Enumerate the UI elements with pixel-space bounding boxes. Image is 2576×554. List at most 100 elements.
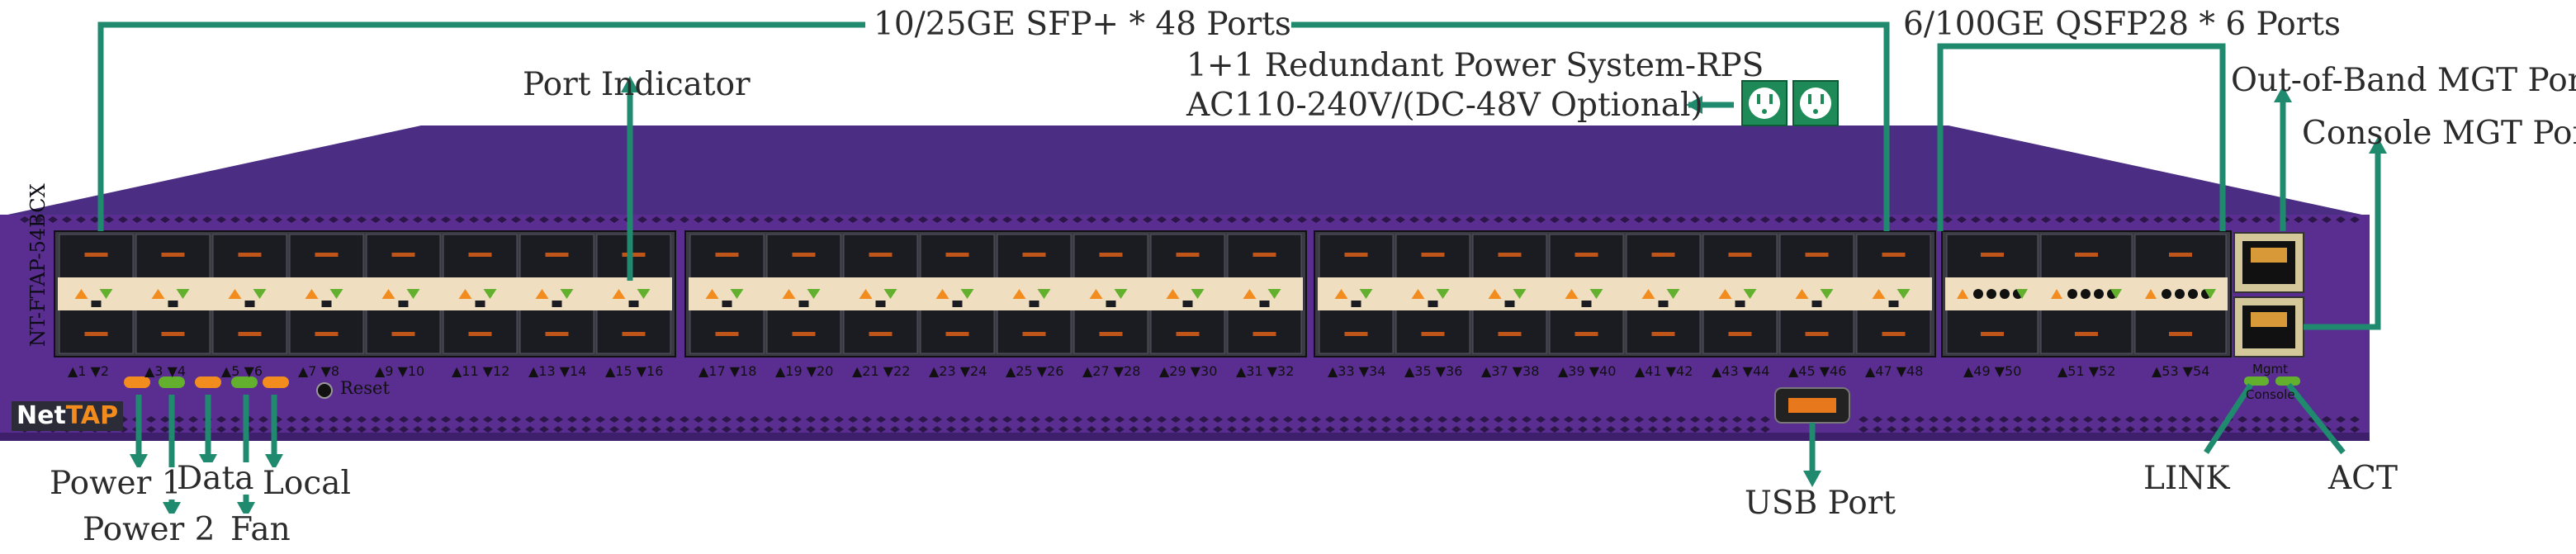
vent-hole <box>904 416 914 423</box>
vent-hole <box>1508 216 1518 223</box>
vent-hole <box>2266 426 2275 433</box>
sfp-connector-top <box>1022 253 1046 257</box>
vent-hole <box>1073 216 1082 223</box>
model-label: NT-FTAP-54BCX <box>26 183 50 347</box>
vent-hole <box>1199 416 1209 423</box>
vent-hole <box>581 416 591 423</box>
sfp-connector-top <box>1882 253 1906 257</box>
vent-hole <box>160 216 170 223</box>
fan-callout: Fan <box>230 511 291 548</box>
vent-row-bottom <box>20 416 2360 433</box>
vent-hole <box>1634 426 1644 433</box>
vent-hole <box>2167 216 2177 223</box>
vent-hole <box>1494 216 1503 223</box>
vent-hole <box>1129 416 1139 423</box>
vent-hole <box>1718 416 1728 423</box>
sfp-latch <box>1581 301 1592 307</box>
sfp-latch <box>1029 301 1039 307</box>
vent-hole <box>960 426 970 433</box>
vent-hole <box>736 216 746 223</box>
sfp-latch <box>1259 301 1270 307</box>
vent-hole <box>2266 416 2275 423</box>
vent-hole <box>427 426 437 433</box>
port-number-label: ▲19 ▼20 <box>775 363 834 379</box>
vent-hole <box>1002 416 1012 423</box>
sfp-connector-bottom <box>1651 332 1675 336</box>
sfp-latch <box>1106 301 1116 307</box>
vent-hole <box>862 416 872 423</box>
vent-hole <box>2055 416 2065 423</box>
sfp-connector-top <box>1574 253 1598 257</box>
vent-hole <box>946 416 956 423</box>
vent-hole <box>315 216 324 223</box>
vent-hole <box>1353 216 1363 223</box>
vent-hole <box>637 426 647 433</box>
vent-hole <box>1395 426 1405 433</box>
vent-hole <box>1690 426 1700 433</box>
vent-hole <box>1620 416 1630 423</box>
vent-hole <box>2013 216 2023 223</box>
vent-hole <box>834 416 844 423</box>
sfp-connector-bottom <box>468 332 492 336</box>
vent-hole <box>2111 426 2121 433</box>
vent-hole <box>1704 216 1714 223</box>
vent-hole <box>1143 216 1153 223</box>
data-callout: Data <box>177 460 254 497</box>
vent-hole <box>174 426 184 433</box>
sfp-connector-bottom <box>1176 332 1200 336</box>
vent-hole <box>1311 416 1321 423</box>
vent-hole <box>1592 216 1602 223</box>
vent-hole <box>932 216 942 223</box>
vent-hole <box>1662 426 1672 433</box>
vent-hole <box>1255 426 1265 433</box>
vent-hole <box>2153 216 2163 223</box>
vent-hole <box>329 416 339 423</box>
vent-hole <box>1943 416 1953 423</box>
vent-hole <box>946 216 956 223</box>
vent-hole <box>202 216 212 223</box>
vent-hole <box>1353 426 1363 433</box>
vent-hole <box>2209 216 2219 223</box>
brand-tap: TAP <box>65 401 119 430</box>
sfp-latch <box>321 301 332 307</box>
vent-hole <box>1409 416 1419 423</box>
vent-hole <box>1087 216 1096 223</box>
vent-hole <box>1592 416 1602 423</box>
vent-hole <box>1788 216 1798 223</box>
sfp-connector-top <box>238 253 262 257</box>
vent-hole <box>2322 216 2332 223</box>
qsfp-connector-bottom <box>2169 332 2192 336</box>
led-dot <box>2188 289 2198 299</box>
rps-callout-line2: AC110-240V/(DC-48V Optional) <box>1186 87 1703 124</box>
vent-hole <box>904 426 914 433</box>
sfp-connector-top <box>622 253 646 257</box>
vent-hole <box>1143 426 1153 433</box>
chassis-top <box>0 125 2370 216</box>
vent-hole <box>469 426 479 433</box>
vent-hole <box>918 426 928 433</box>
vent-hole <box>188 426 198 433</box>
vent-hole <box>2322 416 2332 423</box>
led-arrow-down <box>960 289 974 299</box>
vent-hole <box>1016 416 1026 423</box>
vent-hole <box>230 416 240 423</box>
vent-hole <box>960 416 970 423</box>
led-arrow-up <box>381 289 395 299</box>
vent-hole <box>876 216 886 223</box>
vent-hole <box>1437 216 1447 223</box>
sfp-connector-bottom <box>545 332 569 336</box>
port-number-label: ▲29 ▼30 <box>1159 363 1218 379</box>
vent-hole <box>244 216 254 223</box>
vent-hole <box>848 216 858 223</box>
sfp-latch <box>1182 301 1193 307</box>
sfp-connector-bottom <box>715 332 739 336</box>
sfp-connector-bottom <box>1344 332 1368 336</box>
vent-hole <box>890 216 900 223</box>
vent-hole <box>20 216 30 223</box>
vent-hole <box>651 416 661 423</box>
led-arrow-down <box>99 289 113 299</box>
vent-hole <box>1999 426 2009 433</box>
oob-mgt-callout: Out-of-Band MGT Port <box>2231 62 2576 99</box>
vent-hole <box>2041 426 2051 433</box>
status-led-3 <box>195 376 221 388</box>
